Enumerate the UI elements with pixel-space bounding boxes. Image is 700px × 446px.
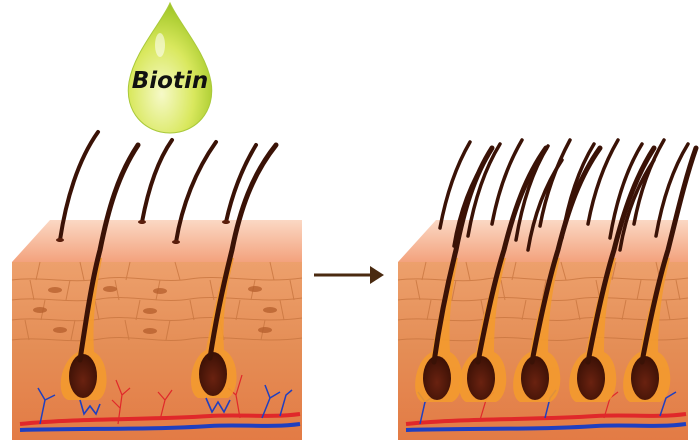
hair-follicle [191,142,279,414]
oil-drop-icon [127,1,213,134]
surface-hairs [58,130,258,244]
hair-follicle [513,145,603,402]
biotin-drop: Biotin [127,1,213,134]
vein [19,422,301,432]
hair-follicle [60,142,141,416]
drop-label: Biotin [132,68,208,94]
hair-follicle [569,145,657,402]
cell-nuclei [33,286,277,334]
surface-hairs [438,138,690,252]
skin-block-after [397,138,699,440]
skin-block-before [11,130,303,440]
hair-follicle [623,145,699,402]
hair-follicle [459,145,549,402]
artery [19,412,301,426]
right-arrow-icon [314,266,384,284]
skin-surface-top [12,220,302,262]
artery [405,412,687,426]
vein [405,422,687,432]
